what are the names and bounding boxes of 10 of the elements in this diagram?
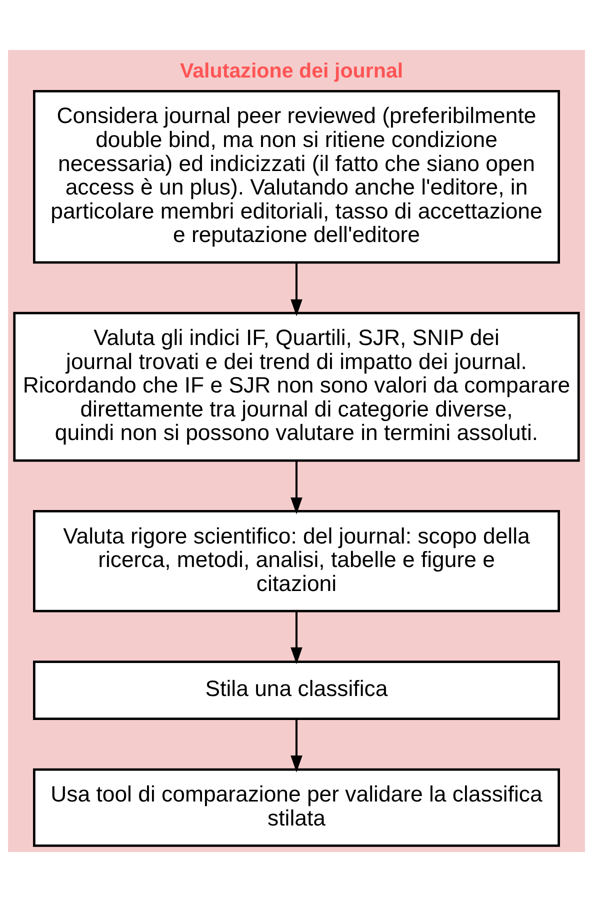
- arrow: [290, 718, 302, 772]
- node-box: Valuta gli indici IF, Quartili, SJR, SNIP dei journal trovati e dei trend di impatto dei journal. Ricordando che IF e SJR non sono valori da comparare direttamente tra journal di categorie diverse, quindi non si possono valutare in termini assoluti.: [13, 311, 580, 462]
- arrow: [290, 262, 302, 316]
- node-box: Usa tool di comparazione per validare la classifica stilata: [33, 768, 560, 846]
- node-box: Considera journal peer reviewed (preferibilmente double bind, ma non si ritiene condizione necessaria) ed indicizzati (il fatto che siano open access è un plus). Valutando anche l'editore, in particolare membri editoriali, tasso di accettazione e reputazione dell'editore: [33, 90, 560, 264]
- node-box: Stila una classifica: [33, 660, 560, 720]
- node-box: Valuta rigore scientifico: del journal: scopo della ricerca, metodi, analisi, tabelle e figure e citazioni: [33, 510, 560, 612]
- arrow: [290, 610, 302, 664]
- arrow: [290, 460, 302, 514]
- diagram-title: Valutazione dei journal: [180, 59, 404, 82]
